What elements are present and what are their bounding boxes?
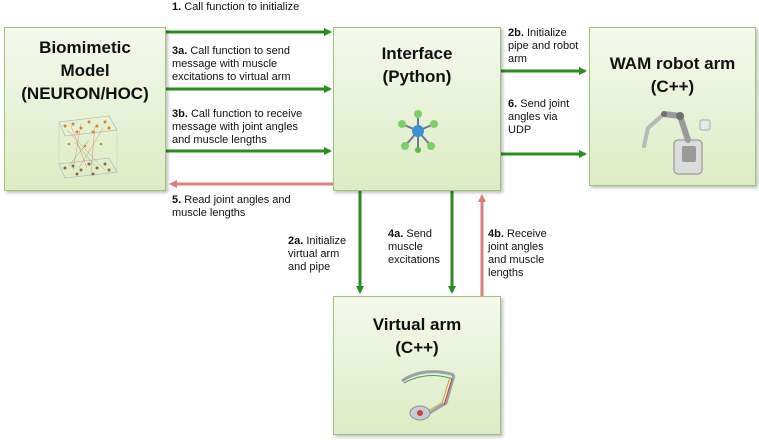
edge-label-4a: 4a. Send muscle excitations (388, 228, 440, 267)
edge-1-step: 1. (172, 1, 182, 13)
edge-6-line1: Send joint (517, 98, 570, 110)
biomimetic-model-node: Biomimetic Model (NEURON/HOC) (4, 27, 166, 191)
edge-2a-line3: and pipe (288, 261, 331, 273)
virtual-title-line1: Virtual arm (372, 315, 462, 334)
edge-label-3a: 3a. Call function to send message with m… (172, 45, 291, 84)
edge-2b-line1: Initialize (523, 27, 567, 39)
edge-3a-step: 3a. (172, 45, 188, 57)
wam-title-line2: (C++) (650, 77, 695, 96)
interface-node: Interface (Python) (333, 27, 501, 191)
edge-label-4b: 4b. Receive joint angles and muscle leng… (488, 228, 547, 280)
edge-6-line2: angles via (508, 111, 558, 123)
virtual-title-line2: (C++) (395, 338, 439, 357)
biomimetic-title-line3: (NEURON/HOC) (21, 84, 149, 103)
edge-3a-line2: message with muscle (172, 58, 278, 70)
edge-6-line3: UDP (508, 124, 532, 136)
edge-label-2a: 2a. Initialize virtual arm and pipe (288, 235, 346, 274)
edge-2b-line3: arm (508, 53, 527, 65)
virtual-arm-node: Virtual arm (C++) (333, 296, 501, 435)
edge-label-5: 5. Read joint angles and muscle lengths (172, 194, 291, 220)
edge-4b-step: 4b. (488, 228, 504, 240)
edge-4b-line1: Receive (503, 228, 547, 240)
python-molecule-icon (398, 110, 438, 153)
edge-label-2b: 2b. Initialize pipe and robot arm (508, 27, 578, 66)
wam-robot-arm-node: WAM robot arm (C++) (589, 27, 756, 186)
robot-arm-image (642, 111, 711, 175)
biomimetic-title-line1: Biomimetic (39, 38, 131, 57)
edge-3a-line3: excitations to virtual arm (172, 71, 291, 83)
edge-4b-line4: lengths (488, 267, 524, 279)
edge-2a-line2: virtual arm (288, 248, 340, 260)
edge-3b-line2: message with joint angles (172, 121, 298, 133)
virtual-arm-image (401, 370, 456, 421)
edge-1-text: Call function to initialize (181, 1, 300, 13)
edge-2a-line1: Initialize (303, 235, 347, 247)
edge-label-1: 1. Call function to initialize (172, 1, 299, 14)
interface-title-line2: (Python) (382, 67, 452, 86)
edge-4a-step: 4a. (388, 228, 404, 240)
wam-title-line1: WAM robot arm (609, 54, 736, 73)
edge-4a-line1: Send (403, 228, 433, 240)
biomimetic-title-line2: Model (60, 61, 110, 80)
edge-4a-line3: excitations (388, 254, 440, 266)
edge-3b-line3: and muscle lengths (172, 134, 267, 146)
edge-label-3b: 3b. Call function to receive message wit… (172, 108, 302, 147)
edge-4a-line2: muscle (388, 241, 423, 253)
edge-4b-line3: and muscle (488, 254, 545, 266)
edge-4b-line2: joint angles (488, 241, 544, 253)
edge-6-step: 6. (508, 98, 518, 110)
edge-3b-line1: Call function to receive (187, 108, 303, 120)
edge-label-6: 6. Send joint angles via UDP (508, 98, 569, 137)
edge-5-line1: Read joint angles and (181, 194, 291, 206)
edge-5-step: 5. (172, 194, 182, 206)
edge-2a-step: 2a. (288, 235, 304, 247)
network-model-image (58, 115, 118, 179)
edge-2b-line2: pipe and robot (508, 40, 579, 52)
edge-3a-line1: Call function to send (187, 45, 291, 57)
edge-3b-step: 3b. (172, 108, 188, 120)
edge-5-line2: muscle lengths (172, 207, 246, 219)
interface-title-line1: Interface (381, 44, 453, 63)
edge-2b-step: 2b. (508, 27, 524, 39)
